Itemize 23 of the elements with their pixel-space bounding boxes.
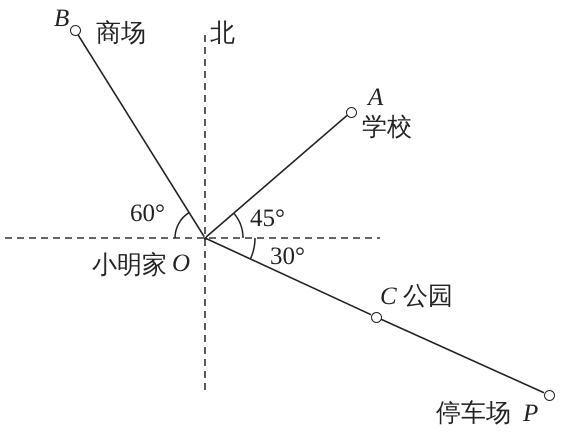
point-letter: P (523, 400, 538, 428)
line-segment (380, 318, 544, 394)
point-marker (370, 312, 382, 322)
angle-label: 45° (250, 205, 285, 233)
place-name: 停车场 (436, 400, 511, 428)
point-letter: A (368, 84, 384, 112)
line-segment (206, 114, 348, 238)
point-letter: B (54, 5, 70, 33)
point-letter: C (380, 283, 397, 311)
line-segment (206, 238, 372, 316)
line-segment (77, 34, 205, 238)
direction-label: 北 (210, 20, 235, 48)
angle-label: 30° (270, 243, 305, 271)
angle-label: 60° (130, 200, 165, 228)
place-name: 公园 (403, 283, 453, 311)
place-name: 学校 (362, 114, 412, 142)
point-marker (346, 106, 356, 118)
place-name: 小明家 (92, 252, 167, 280)
point-letter: O (172, 250, 190, 278)
vertex-point (204, 236, 206, 240)
point-marker (70, 24, 80, 36)
point-marker (544, 390, 554, 400)
place-name: 商场 (96, 20, 146, 48)
